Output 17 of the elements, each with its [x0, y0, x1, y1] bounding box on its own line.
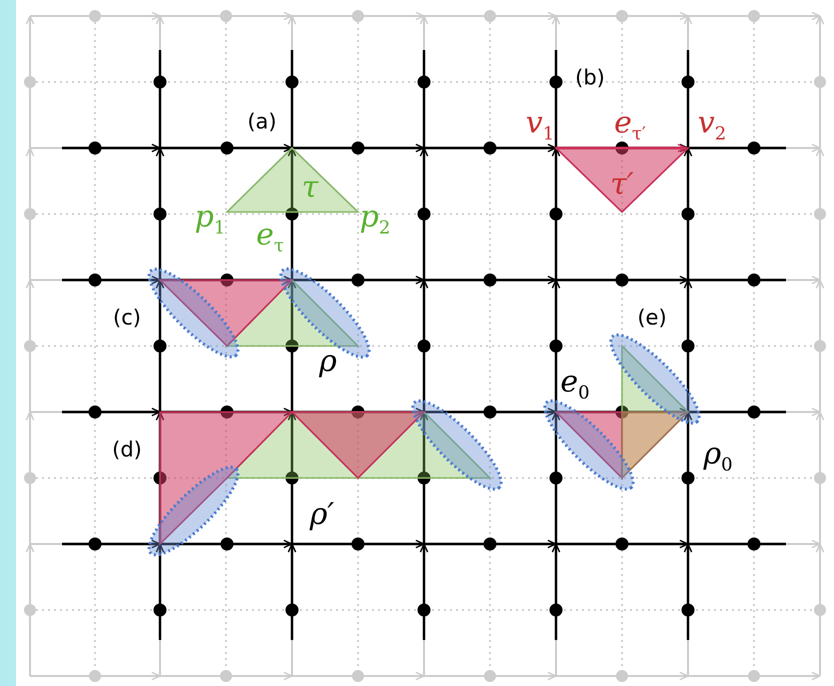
math-symbol: τ	[302, 173, 318, 203]
panel-label: (b)	[575, 68, 605, 88]
math-symbol: e$_{τ′}$	[614, 108, 646, 144]
panel-label: (e)	[637, 308, 667, 328]
math-symbol: ρ$_{0}$	[703, 440, 733, 474]
math-symbol: e$_{0}$	[560, 368, 590, 402]
math-symbol: τ′	[610, 170, 634, 200]
math-symbol: e$_{τ}$	[256, 220, 284, 256]
math-symbol: v$_{1}$	[526, 108, 554, 144]
math-symbol: p$_{2}$	[360, 202, 390, 238]
math-symbol: ρ	[319, 347, 337, 377]
panel-label: (d)	[112, 440, 142, 460]
math-symbol: v$_{2}$	[698, 108, 726, 144]
panel-label: (a)	[247, 112, 277, 132]
math-symbol: ρ′	[310, 500, 334, 530]
panel-label: (c)	[113, 308, 141, 328]
math-symbol: p$_{1}$	[194, 202, 226, 238]
